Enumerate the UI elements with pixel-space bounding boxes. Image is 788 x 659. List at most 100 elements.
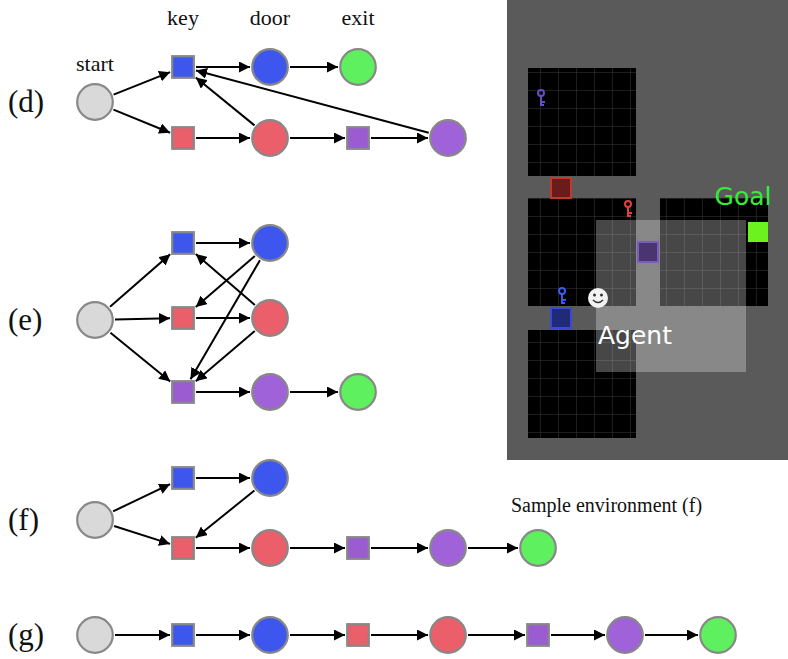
transition-arrow xyxy=(468,634,525,636)
state-circle: door xyxy=(251,48,289,86)
transition-arrow xyxy=(196,70,429,132)
transition-arrow xyxy=(113,484,170,511)
node-shape xyxy=(346,623,370,647)
node-shape xyxy=(76,301,114,339)
transition-arrow xyxy=(645,634,698,636)
state-circle xyxy=(76,616,114,654)
panel-label: (e) xyxy=(8,302,42,338)
state-circle xyxy=(339,373,377,411)
transition-arrow xyxy=(468,547,518,549)
node-shape xyxy=(519,529,557,567)
transition-arrow xyxy=(290,391,338,393)
transition-arrow xyxy=(290,634,345,636)
state-circle xyxy=(76,301,114,339)
transition-arrow xyxy=(290,66,338,68)
transition-arrow xyxy=(371,634,428,636)
transition-arrow xyxy=(196,491,255,538)
node-shape xyxy=(251,48,289,86)
node-shape xyxy=(699,616,737,654)
node-shape xyxy=(606,616,644,654)
key-square xyxy=(346,126,370,150)
node-shape xyxy=(339,373,377,411)
key-square xyxy=(171,380,195,404)
state-circle: start xyxy=(76,83,114,121)
node-shape xyxy=(429,119,467,157)
transition-arrow xyxy=(110,333,170,382)
transition-arrow xyxy=(196,391,250,393)
key-square xyxy=(346,623,370,647)
blue-door xyxy=(551,308,571,328)
transition-arrow xyxy=(196,254,255,305)
transition-arrow xyxy=(196,137,250,139)
key-square xyxy=(171,623,195,647)
node-shape xyxy=(171,536,195,560)
node-shape xyxy=(171,466,195,490)
column-heading: key xyxy=(167,5,199,31)
node-shape xyxy=(171,623,195,647)
transition-arrow xyxy=(290,137,345,139)
node-shape xyxy=(171,55,195,79)
node-shape xyxy=(171,231,195,255)
node-shape xyxy=(429,529,467,567)
purple-door xyxy=(638,242,658,262)
transition-arrow xyxy=(115,318,170,319)
transition-arrow xyxy=(551,634,605,636)
column-heading: door xyxy=(250,5,290,31)
env-panel xyxy=(507,0,788,460)
transition-arrow xyxy=(196,634,250,636)
state-circle xyxy=(606,616,644,654)
node-shape xyxy=(251,459,289,497)
transition-arrow xyxy=(196,477,250,479)
state-circle xyxy=(251,459,289,497)
state-circle xyxy=(251,373,289,411)
transition-arrow xyxy=(196,242,250,244)
transition-arrow xyxy=(114,72,170,94)
node-shape xyxy=(171,380,195,404)
transition-arrow xyxy=(196,331,255,381)
state-circle xyxy=(251,529,289,567)
column-heading: start xyxy=(76,51,114,77)
transition-arrow xyxy=(371,137,428,139)
node-shape xyxy=(251,529,289,567)
room xyxy=(528,68,636,176)
keys xyxy=(538,90,632,304)
key-square: key xyxy=(171,55,195,79)
key-square xyxy=(171,466,195,490)
state-circle xyxy=(429,529,467,567)
panel-label: (d) xyxy=(8,84,44,120)
transition-arrow xyxy=(115,634,170,636)
node-shape xyxy=(251,299,289,337)
key-square xyxy=(171,126,195,150)
goal-label: Goal xyxy=(715,182,772,211)
state-circle xyxy=(519,529,557,567)
state-circle xyxy=(251,299,289,337)
state-circle xyxy=(251,224,289,262)
red-door xyxy=(551,178,571,198)
node-shape xyxy=(171,306,195,330)
state-circle xyxy=(251,616,289,654)
node-shape xyxy=(251,373,289,411)
caption-label: Sample environment (f) xyxy=(511,494,702,517)
node-shape xyxy=(171,126,195,150)
node-shape xyxy=(526,623,550,647)
node-shape xyxy=(76,501,114,539)
state-circle xyxy=(429,616,467,654)
state-circle xyxy=(251,119,289,157)
node-shape xyxy=(251,224,289,262)
transition-arrow xyxy=(371,547,428,549)
transition-arrow xyxy=(196,256,255,307)
transition-arrow xyxy=(114,110,171,133)
agent-icon xyxy=(588,288,608,308)
transition-arrow xyxy=(196,66,250,68)
key-square xyxy=(526,623,550,647)
transition-arrow xyxy=(196,317,250,319)
node-shape xyxy=(76,83,114,121)
transition-arrow xyxy=(196,547,250,549)
key-square xyxy=(171,536,195,560)
node-shape xyxy=(346,126,370,150)
panel-label: (g) xyxy=(8,617,44,653)
transition-arrow xyxy=(114,526,170,544)
transition-arrow xyxy=(290,547,345,549)
node-shape xyxy=(429,616,467,654)
state-circle xyxy=(699,616,737,654)
